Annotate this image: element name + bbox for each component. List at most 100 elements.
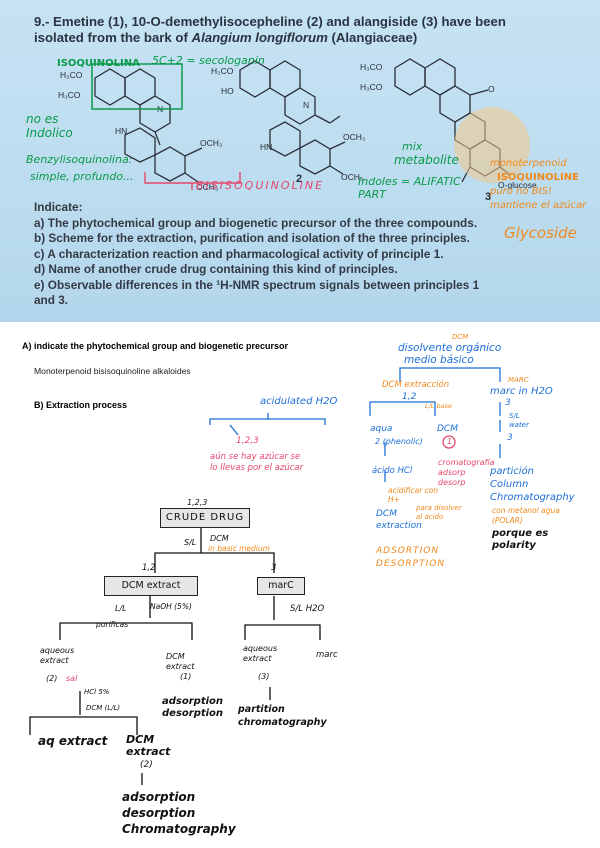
atom-och3-2: OCH₃ bbox=[343, 132, 365, 142]
dcm-extract-2: DCM extract bbox=[126, 733, 171, 758]
metanol-note: con metanol agua (POLAR) bbox=[492, 506, 560, 525]
paren-2: (2) bbox=[46, 674, 58, 683]
puro-no-bis-note: puro no BIS! bbox=[490, 186, 552, 197]
isoquinolina-note: ISOQUINOLINA bbox=[57, 58, 140, 69]
dcm-left: DCM bbox=[210, 534, 229, 543]
dcm-label-right: DCM bbox=[437, 424, 458, 434]
aqua-label: aqua bbox=[370, 424, 393, 434]
adsorption-desorption-left: adsorption desorption bbox=[162, 696, 224, 719]
crude-drug-box: CRUDE DRUG bbox=[160, 508, 250, 528]
dcm-extract-box: DCM extract bbox=[104, 576, 198, 596]
acidulated-h2o: acidulated H2O bbox=[260, 396, 338, 407]
compound1-ring-c bbox=[139, 95, 171, 133]
aqueous-extract-3: aqueous extract bbox=[243, 644, 278, 663]
hcl-5: HCl 5% bbox=[84, 688, 110, 696]
sl-h2o: S/L H2O bbox=[290, 604, 325, 614]
section-b-heading: B) Extraction process bbox=[34, 400, 128, 410]
partition-chromatography: partition chromatography bbox=[238, 704, 327, 728]
compound-number-2: 2 bbox=[296, 173, 302, 185]
atom-hn: HN bbox=[115, 126, 127, 136]
atom-h3co-2: H₃CO bbox=[211, 66, 234, 76]
marc-box: marC bbox=[257, 577, 305, 595]
in-basic-medium: in basic medium bbox=[208, 544, 270, 553]
sl-water: S/L water bbox=[509, 412, 529, 429]
left-scheme-lines bbox=[29, 413, 326, 785]
sl-label: S/L bbox=[184, 538, 197, 547]
atom-hn-2: HN bbox=[260, 142, 272, 152]
label-12: 1,2 bbox=[402, 392, 417, 402]
section-a-heading: A) indicate the phytochemical group and … bbox=[22, 341, 289, 351]
simple-note: simple, profundo... bbox=[30, 170, 134, 183]
compound1-ring-e bbox=[154, 146, 186, 182]
dcm-ll: DCM (L/L) bbox=[86, 704, 121, 712]
particion: partición bbox=[490, 466, 535, 477]
compound1-ring-a bbox=[94, 68, 126, 106]
marc-label: MARC bbox=[508, 376, 529, 384]
question-photo: 9.- Emetine (1), 10-O-demethylisocepheli… bbox=[0, 0, 600, 322]
dcm-extract-1: DCM extract bbox=[166, 652, 195, 671]
atom-glucose: O-glucose bbox=[498, 180, 537, 190]
dcm-extraccion: DCM extracción bbox=[382, 380, 450, 390]
para-disolver: para disolver al ácido bbox=[416, 504, 462, 521]
naoh-label: NaOH (5%) bbox=[150, 602, 192, 611]
atom-h3co-3b: H₃CO bbox=[360, 82, 383, 92]
column: Column bbox=[490, 479, 529, 490]
purificas-label: purificas bbox=[96, 620, 129, 629]
dcm-top: DCM bbox=[452, 333, 469, 341]
ll-label: L/L bbox=[115, 604, 127, 613]
aq-extract: aq extract bbox=[38, 734, 108, 748]
extra-note: mantiene el azúcar bbox=[490, 200, 587, 211]
indicate-item-c: c) A characterization reaction and pharm… bbox=[34, 246, 444, 261]
one-circled: 1 bbox=[447, 437, 453, 446]
disolvente-organico: disolvente orgánico bbox=[398, 342, 502, 354]
title-pre: isolated from the bark of bbox=[34, 30, 192, 45]
ll-base: L/L base bbox=[425, 402, 452, 410]
chromatography-right: Chromatography bbox=[490, 492, 575, 503]
aqueous-extract-2: aqueous extract bbox=[40, 646, 75, 665]
marc-2: marc bbox=[316, 650, 338, 660]
two-phenolic: 2 (phenolic) bbox=[375, 437, 423, 446]
acidificar: acidificar con H+ bbox=[388, 486, 439, 504]
label-12-left: 1,2 bbox=[142, 563, 156, 573]
indicate-block: Indicate: a) The phytochemical group and… bbox=[34, 200, 589, 309]
right-scheme-lines bbox=[369, 367, 501, 482]
green-isoquinoline-box bbox=[91, 63, 183, 110]
acido-hcl: ácido HCl bbox=[372, 466, 413, 476]
monoterpenoid-note: monoterpenoid bbox=[490, 158, 567, 169]
metabolite-note: metabolite bbox=[394, 153, 459, 167]
mix-note: mix bbox=[402, 140, 423, 153]
secologanin-note: 5C+2 = secologanin bbox=[152, 54, 265, 67]
atom-och3-2b: OCH₃ bbox=[341, 172, 363, 182]
indicate-item-b: b) Scheme for the extraction, purificati… bbox=[34, 231, 470, 245]
indicate-item-e: e) Observable differences in the ¹H-NMR … bbox=[34, 277, 480, 292]
chemical-structures: H₃CO H₃CO N HN OCH₃ OCH₃ H₃CO HO N HN OC… bbox=[58, 58, 537, 200]
medio-basico: medio básico bbox=[404, 354, 474, 366]
indicate-label: Indicate: bbox=[34, 200, 83, 214]
bisisoquinoline-note: BISISOQUINOLINE bbox=[196, 179, 325, 192]
atom-och3-b: OCH₃ bbox=[196, 182, 218, 192]
section-a-answer: Monoterpenoid bisisoquinoline alkaloides bbox=[34, 366, 191, 376]
chromatography-bottom: Chromatography bbox=[122, 822, 236, 836]
atom-h3co: H₃CO bbox=[60, 70, 83, 80]
indicate-item-a: a) The phytochemical group and biogeneti… bbox=[34, 215, 478, 230]
indicate-item-e-cont: and 3. bbox=[34, 293, 69, 307]
isoquinoline3-note: ISOQUINOLINE bbox=[497, 172, 579, 183]
compound-number-3: 3 bbox=[485, 191, 491, 200]
title-line-2: isolated from the bark of Alangium longi… bbox=[34, 30, 579, 46]
label-123-red: 1,2,3 bbox=[236, 436, 259, 446]
desorption-bottom: desorption bbox=[122, 806, 196, 820]
atom-ho: HO bbox=[221, 86, 234, 96]
indoles-note: Indoles = ALIFATIC PART bbox=[358, 175, 461, 201]
question-title: 9.- Emetine (1), 10-O-demethylisocepheli… bbox=[34, 14, 579, 46]
label-123-top: 1,2,3 bbox=[187, 498, 208, 507]
label-3-right-b: 3 bbox=[507, 433, 513, 443]
species-name: Alangium longiflorum bbox=[191, 30, 328, 45]
atom-och3: OCH₃ bbox=[200, 138, 222, 148]
adsorption-bottom: adsorption bbox=[122, 790, 196, 804]
glycoside-note: Glycoside bbox=[504, 224, 577, 242]
marc-h2o: marc in H2O bbox=[490, 386, 553, 397]
porque-polarity: porque es polarity bbox=[492, 528, 549, 551]
title-line-1: 9.- Emetine (1), 10-O-demethylisocepheli… bbox=[34, 14, 506, 29]
atom-h3co-b: H₃CO bbox=[58, 90, 81, 100]
title-post: (Alangiaceae) bbox=[327, 30, 418, 45]
